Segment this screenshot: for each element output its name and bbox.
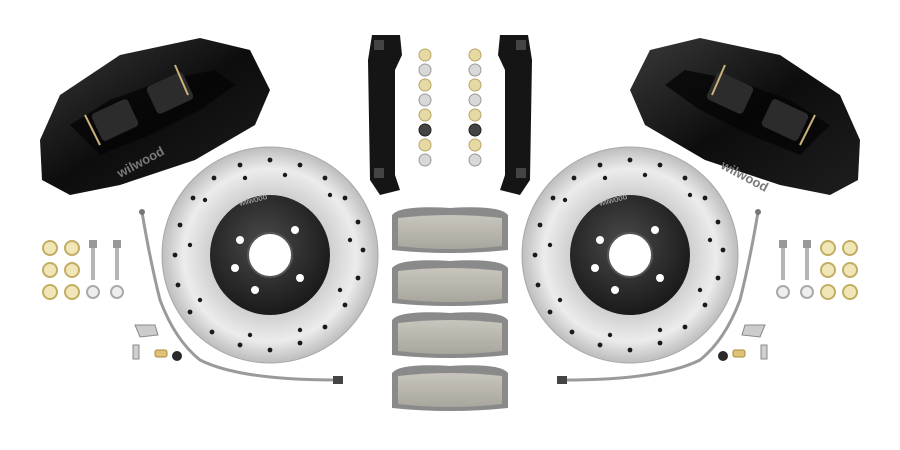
left-caliper: wilwood <box>40 38 270 195</box>
left-mount-bracket <box>368 35 402 195</box>
right-hardware <box>776 240 858 300</box>
left-hardware <box>42 240 124 300</box>
left-fittings <box>132 324 182 361</box>
center-washer-stack-right <box>468 48 482 167</box>
left-brake-hose <box>139 209 343 384</box>
right-rotor: wilwood <box>521 146 739 364</box>
right-fittings <box>718 324 768 361</box>
right-mount-bracket <box>498 35 532 195</box>
brake-pad-1 <box>392 207 508 253</box>
brake-pad-3 <box>392 312 508 358</box>
brake-pad-4 <box>392 365 508 411</box>
right-caliper: wilwood <box>630 38 860 195</box>
brake-pad-2 <box>392 260 508 306</box>
left-rotor: wilwood <box>161 146 379 364</box>
right-brake-hose <box>557 209 761 384</box>
center-washer-stack-left <box>418 48 432 167</box>
